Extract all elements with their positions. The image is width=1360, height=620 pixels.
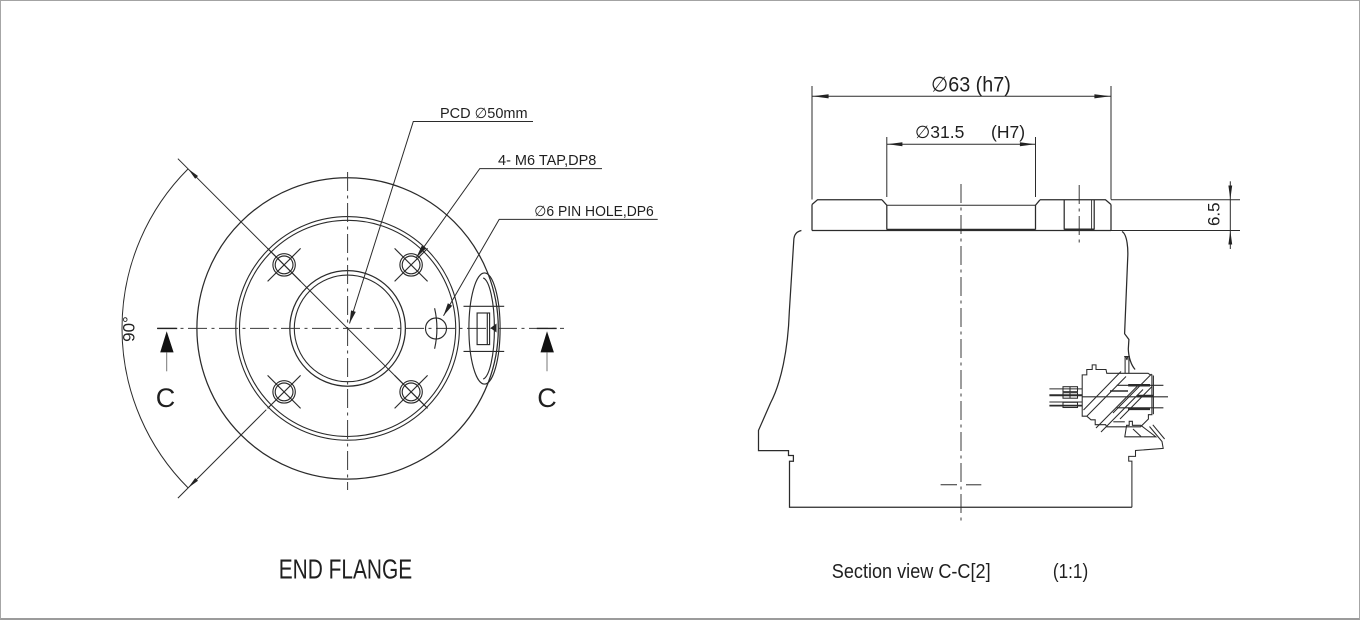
svg-text:90°: 90° <box>120 316 139 342</box>
svg-text:END FLANGE: END FLANGE <box>279 554 413 585</box>
svg-text:(H7): (H7) <box>991 122 1025 142</box>
svg-text:C: C <box>156 383 176 413</box>
svg-text:4- M6 TAP,DP8: 4- M6 TAP,DP8 <box>498 153 596 169</box>
svg-text:(1:1): (1:1) <box>1053 560 1088 583</box>
svg-text:Section view C-C[2]: Section view C-C[2] <box>832 560 991 583</box>
svg-text:PCD ∅50mm: PCD ∅50mm <box>440 106 528 122</box>
svg-text:6.5: 6.5 <box>1204 202 1223 226</box>
svg-text:∅6 PIN HOLE,DP6: ∅6 PIN HOLE,DP6 <box>534 204 654 220</box>
svg-text:∅31.5: ∅31.5 <box>915 122 964 142</box>
svg-text:∅63 (h7): ∅63 (h7) <box>931 74 1011 97</box>
svg-text:C: C <box>537 383 557 413</box>
